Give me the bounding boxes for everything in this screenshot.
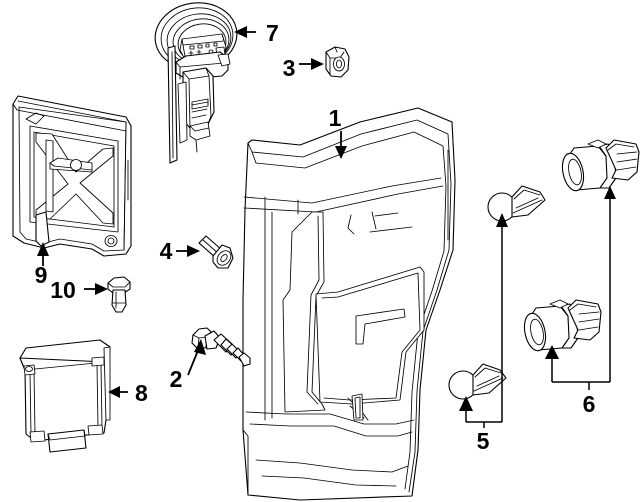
part-9-mounting-bracket <box>12 95 132 257</box>
part-2-hex-flange-bolt <box>191 327 251 367</box>
callout-6: 6 <box>545 186 616 417</box>
callout-4: 4 <box>160 238 200 264</box>
callout-4-label: 4 <box>160 238 173 264</box>
part-5-wedge-bulb-upper <box>487 185 546 222</box>
callout-6-label: 6 <box>583 391 596 417</box>
part-1-tail-lamp-assembly <box>242 107 456 501</box>
callout-1-label: 1 <box>329 105 342 131</box>
callout-1: 1 <box>329 105 347 159</box>
callout-10-label: 10 <box>50 277 76 303</box>
part-7-camera-sensor-assembly <box>154 2 238 164</box>
callout-10: 10 <box>50 277 108 303</box>
callout-8: 8 <box>108 380 148 406</box>
callout-2-label: 2 <box>170 366 183 392</box>
callout-3: 3 <box>283 55 324 81</box>
part-4-shoulder-screw <box>198 235 234 269</box>
callout-2: 2 <box>170 339 206 392</box>
callout-9: 9 <box>35 242 49 288</box>
part-10-push-pin-retainer <box>107 276 131 313</box>
callout-7: 7 <box>234 20 279 46</box>
part-8-control-module <box>19 339 111 453</box>
callout-5-label: 5 <box>477 428 490 454</box>
callout-3-label: 3 <box>283 55 296 81</box>
part-5-wedge-bulb-lower <box>448 363 507 400</box>
part-3-retaining-nut <box>325 46 350 78</box>
callout-9-label: 9 <box>35 262 48 288</box>
callout-5: 5 <box>459 213 508 454</box>
part-6-bulb-socket-upper <box>561 139 640 192</box>
part-6-bulb-socket-lower <box>523 299 602 352</box>
callout-7-label: 7 <box>266 20 279 46</box>
callout-8-label: 8 <box>135 380 148 406</box>
